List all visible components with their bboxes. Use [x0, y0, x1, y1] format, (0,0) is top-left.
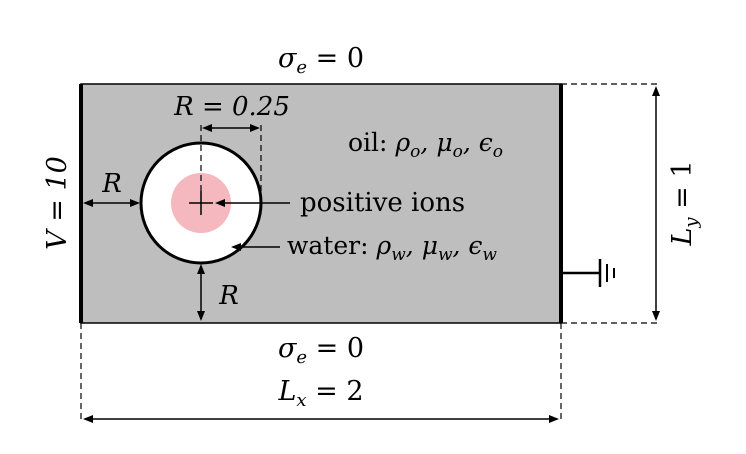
radius-label: R = 0.25: [173, 92, 290, 122]
bottom-boundary-label: σe = 0: [278, 333, 364, 368]
left-voltage-label: V = 10: [42, 156, 73, 250]
ly-arrow-head-top: [652, 86, 660, 96]
lx-arrow-head-left: [83, 415, 93, 423]
ions-pointer-head: [215, 199, 225, 207]
positive-ions-label: positive ions: [300, 188, 465, 218]
ly-label: Ly = 1: [667, 160, 702, 246]
top-boundary-label: σe = 0: [278, 43, 364, 78]
left-gap-arrow-head-right: [130, 199, 140, 207]
radius-arrow-head-left: [202, 124, 212, 132]
oil-properties-label: oil:ρo, μo, ϵo: [348, 128, 503, 162]
left-gap-arrow-head-left: [83, 199, 93, 207]
bottom-gap-arrow-head-top: [197, 264, 205, 274]
lx-label: Lx = 2: [277, 376, 363, 411]
lx-arrow-head-right: [549, 415, 559, 423]
left-gap-label: R: [101, 169, 122, 199]
water-pointer-head: [231, 243, 241, 251]
bottom-gap-arrow-head-bottom: [197, 311, 205, 321]
bottom-gap-label: R: [218, 281, 239, 311]
radius-arrow-head-right: [250, 124, 260, 132]
ly-arrow-head-bottom: [652, 311, 660, 321]
water-properties-label: water:ρw, μw, ϵw: [287, 231, 497, 265]
